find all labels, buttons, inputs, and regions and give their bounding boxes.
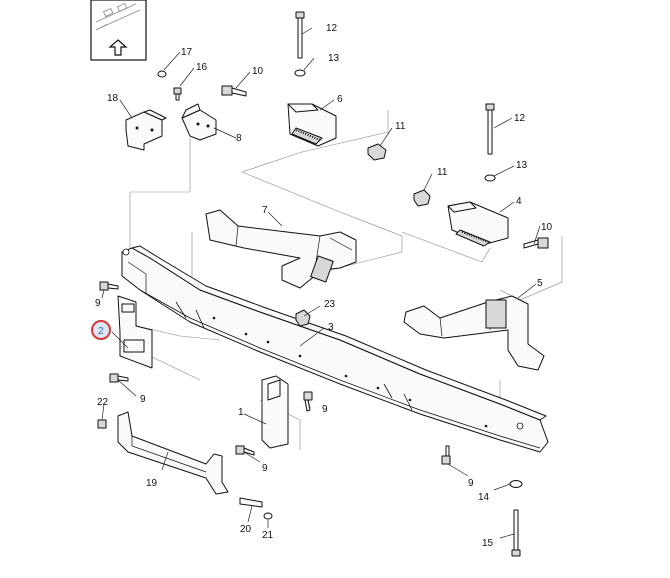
callout-6: 6 — [337, 94, 343, 105]
callout-13-right: 13 — [516, 160, 528, 171]
bolt-9-e — [441, 445, 451, 465]
bracket-1 — [261, 375, 289, 449]
callout-10-right: 10 — [541, 222, 553, 233]
bolt-10-right — [523, 237, 549, 249]
callout-10-top: 10 — [252, 66, 264, 77]
bracket-8 — [181, 103, 217, 141]
mount-4 — [447, 201, 509, 247]
bolt-9-c — [303, 391, 313, 412]
washer-23 — [295, 309, 311, 327]
callout-1: 1 — [238, 407, 244, 418]
orientation-arrow-icon — [108, 39, 128, 56]
bolt-9-d — [235, 445, 255, 456]
crossmember-3 — [121, 245, 549, 453]
mount-6 — [287, 103, 337, 147]
nut-11-right — [413, 189, 431, 207]
callout-2: 2 — [98, 326, 104, 337]
callout-8: 8 — [236, 133, 242, 144]
bolt-12-right — [485, 103, 495, 155]
callout-15: 15 — [482, 538, 494, 549]
bolt-15 — [511, 509, 521, 557]
callout-7: 7 — [262, 205, 268, 216]
nut-11-top — [367, 143, 387, 161]
bracket-2 — [117, 295, 153, 369]
callout-23: 23 — [324, 299, 336, 310]
callout-12-top: 12 — [326, 23, 338, 34]
callout-9-d: 9 — [262, 463, 268, 474]
callout-14: 14 — [478, 492, 490, 503]
bolt-22 — [97, 419, 107, 429]
bolt-9-a — [99, 281, 119, 291]
callout-4: 4 — [516, 196, 522, 207]
washer-21 — [263, 512, 273, 520]
bolt-16 — [173, 87, 182, 101]
highlight-ring — [91, 320, 111, 340]
washer-17 — [157, 70, 167, 78]
callout-16: 16 — [196, 62, 208, 73]
bolt-10-top — [221, 85, 247, 97]
callout-12-right: 12 — [514, 113, 526, 124]
callout-3: 3 — [328, 322, 334, 333]
washer-14 — [509, 480, 523, 488]
leader-lines — [101, 27, 541, 539]
bracket-18 — [125, 109, 167, 151]
callout-5: 5 — [537, 278, 543, 289]
callout-19: 19 — [146, 478, 158, 489]
callout-9-b: 9 — [140, 394, 146, 405]
bolt-9-b — [109, 373, 129, 383]
washer-13-top — [294, 69, 306, 77]
callout-21: 21 — [262, 530, 274, 541]
arm-5 — [403, 295, 545, 371]
callout-22: 22 — [97, 397, 109, 408]
callout-17: 17 — [181, 47, 193, 58]
callout-20: 20 — [240, 524, 252, 535]
callout-9-e: 9 — [468, 478, 474, 489]
callout-11-right: 11 — [437, 167, 448, 178]
callout-11-top: 11 — [395, 121, 406, 132]
callout-9-c: 9 — [322, 404, 328, 415]
orientation-inset — [90, 0, 147, 61]
pin-20 — [239, 497, 263, 508]
washer-13-right — [484, 174, 496, 182]
callout-13-top: 13 — [328, 53, 340, 64]
callout-labels: 12 13 10 6 11 17 16 18 8 12 13 11 4 10 7… — [95, 23, 553, 549]
arm-7 — [205, 209, 357, 289]
tow-bar-19 — [117, 411, 229, 495]
callout-18: 18 — [107, 93, 119, 104]
callout-9-a: 9 — [95, 298, 101, 309]
bolt-12-top — [295, 11, 305, 59]
